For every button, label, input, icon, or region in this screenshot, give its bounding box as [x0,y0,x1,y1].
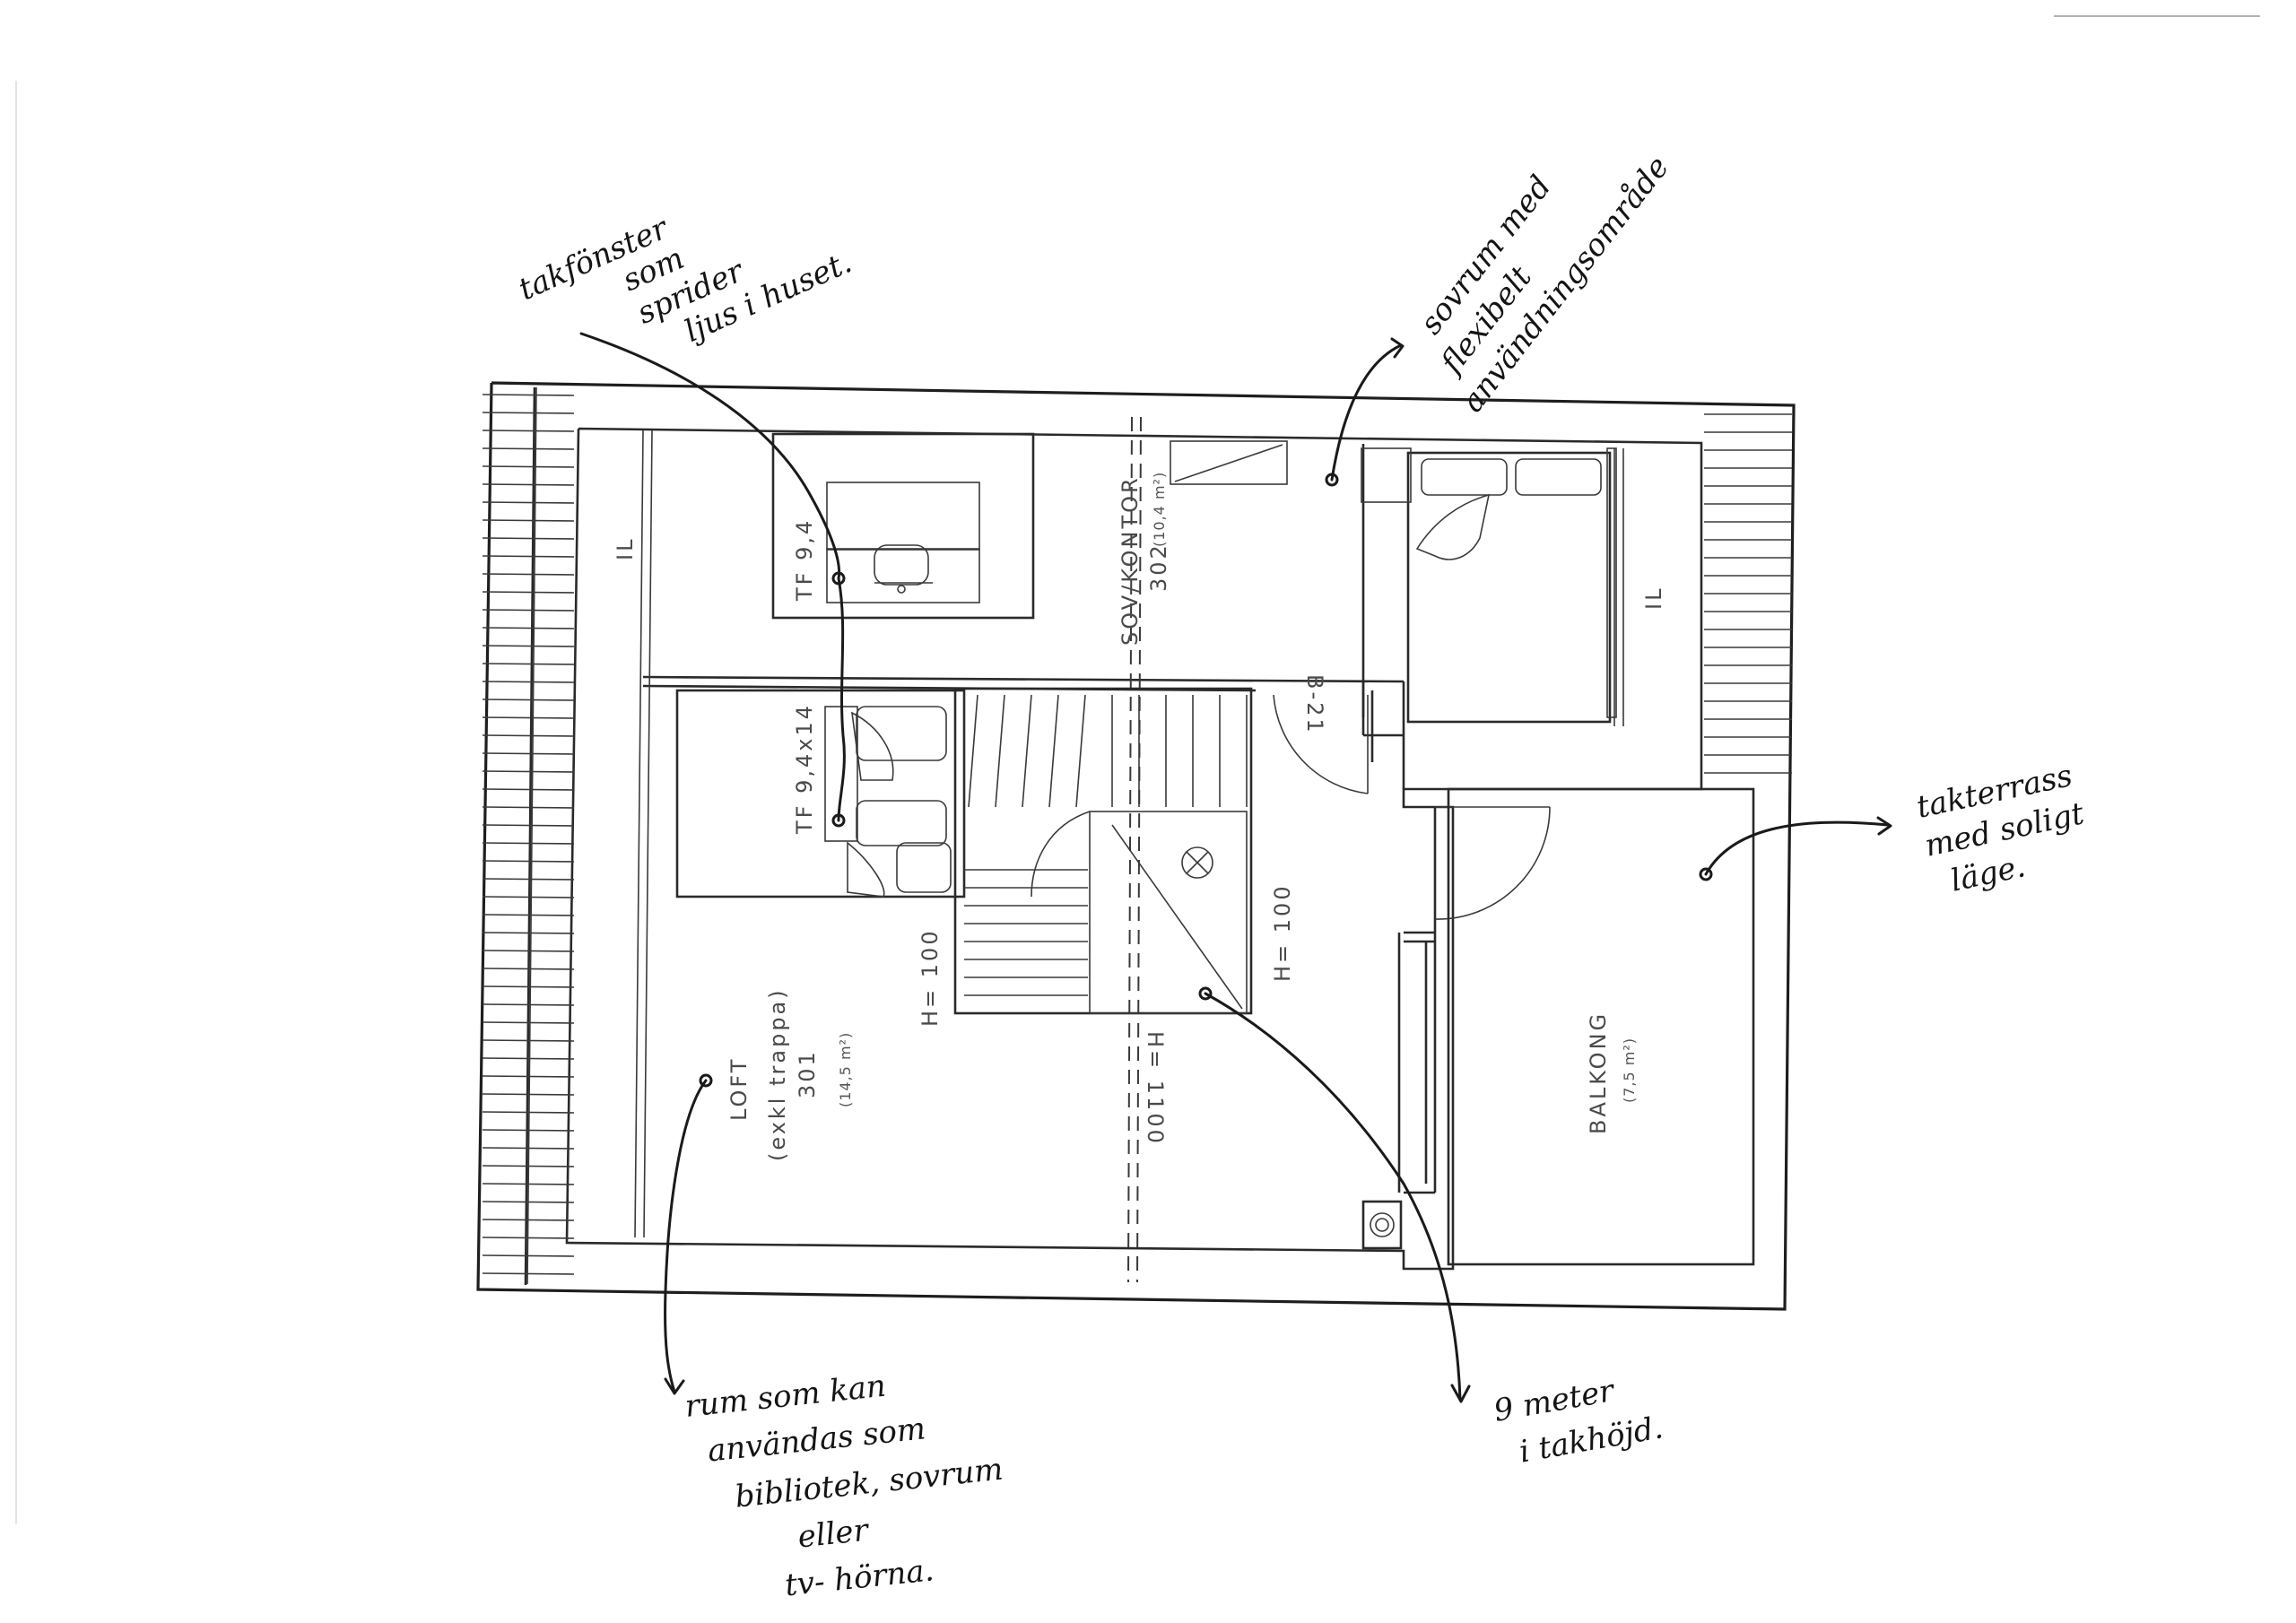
roof-hatch-line [482,788,575,791]
annotation-takterrass: takterrass med soligt läge. [1914,758,2088,899]
interior-walls [634,430,1624,1238]
vent-column [1361,1200,1403,1250]
roof-hatch-line [482,1093,575,1096]
leader-takfonster [579,332,841,580]
stair-tread [1075,694,1086,808]
roof-hatch-line [482,537,575,540]
roof-hatch-line [482,1075,575,1078]
roof-hatch-line [482,609,575,612]
roof-hatch-line [482,483,575,486]
roof-hatch-line [482,699,575,701]
annotation-takhojd: 9 meter i takhöjd. [1492,1373,1666,1471]
note-rum-1: rum som kan [683,1368,888,1425]
annotation-rum: rum som kan användas som bibliotek, sovr… [683,1368,1005,1604]
sov-name-label: SOV/KONTOR [1118,475,1143,646]
staircase [953,687,1253,1015]
roof-hatch-line [482,716,575,719]
roof-hatch-line [482,412,575,414]
note-rum-5: tv- hörna. [783,1552,935,1603]
tf-lower-label: TF 9,4x14 [792,703,817,835]
roof-hatch-line [482,752,575,755]
roof-hatch-line [482,465,575,468]
leader-rum [664,1079,708,1393]
note-rum-4: eller [796,1512,872,1555]
roof-hatch-line [482,1272,575,1275]
double-bed [1361,447,1617,724]
plan-text: IL IL TF 9,4 TF 9,4x14 SOV/KONTOR 302 (1… [613,472,1666,1161]
balkong-area-label: (7,5 m²) [1621,1037,1638,1103]
loft-name-label: LOFT [726,1057,752,1121]
leader-takterrass [1704,820,1890,876]
desk [771,432,1035,620]
roof-hatch-line [482,878,575,881]
roof-hatch-line [482,681,575,683]
balkong-name-label: BALKONG [1586,1011,1611,1134]
note-rum-2: användas som [706,1410,927,1469]
roof-hatch-line [482,501,575,504]
sov-number-label: 302 [1146,542,1171,592]
roof-hatch-line [482,645,575,647]
roof-hatch-line [482,1111,575,1114]
roof-hatch-line [482,985,575,988]
roof-hatch-line [482,896,575,898]
roof-hatch-line [482,860,575,863]
il-left-label: IL [613,537,638,560]
roof-hatch-line [482,430,575,432]
roof-hatch-divider [526,386,537,1285]
roof-hatch-line [482,1057,575,1060]
h-mid-label: H= 100 [1270,883,1295,982]
annotation-sovrum: sovrum med flexibelt användningsområde [1413,150,1676,420]
leader-takhojd [1204,992,1462,1401]
note-sovrum-3: användningsområde [1455,150,1676,420]
roof-hatch-line [482,806,575,809]
door-code-label: B-21 [1302,674,1327,735]
stair-tread [1022,694,1032,808]
roof-hatch-line [482,573,575,576]
roof-hatch-line [482,555,575,558]
leader-lines [579,332,1892,1403]
sofa [675,689,966,898]
loft-number-label: 301 [795,1049,820,1098]
il-right-label: IL [1641,586,1666,610]
roof-hatch-line [482,950,575,952]
window-box [1170,440,1288,485]
h-stair-label: H= 1100 [1143,1031,1168,1146]
roof-hatch-right [1704,413,1792,774]
roof-hatch-line [482,734,575,737]
roof-hatch-line [482,1039,575,1042]
sov-area-label: (10,4 m²) [1151,472,1168,547]
leader-sovrum [1330,343,1403,482]
roof-hatch-line [482,824,575,827]
roof-hatch-line [482,914,575,916]
h-left-label: H= 100 [918,928,943,1027]
loft-area-label: (14,5 m²) [837,1032,854,1107]
roof-hatch-line [482,968,575,970]
roof-hatch-line [482,591,575,594]
stair-tread [968,694,978,808]
roof-hatch-line [482,519,575,522]
annotation-takfonster: takfönster som sprider ljus i huset. [513,210,857,350]
door-swings [1273,694,1551,920]
roof-hatch-line [482,842,575,845]
stair-tread [1048,694,1059,808]
balcony-outline [1447,787,1755,1266]
roof-hatch-line [482,447,575,450]
roof-hatch-line [482,1003,575,1006]
loft-sub-label: (exkl trappa) [765,987,790,1161]
tf-upper-label: TF 9,4 [792,518,817,602]
roof-hatch-line [482,770,575,773]
roof-hatch-line [482,627,575,629]
office-chair [874,544,933,594]
stair-tread [995,694,1005,808]
roof-hatch-left [482,386,575,1285]
roof-hatch-line [482,1021,575,1024]
